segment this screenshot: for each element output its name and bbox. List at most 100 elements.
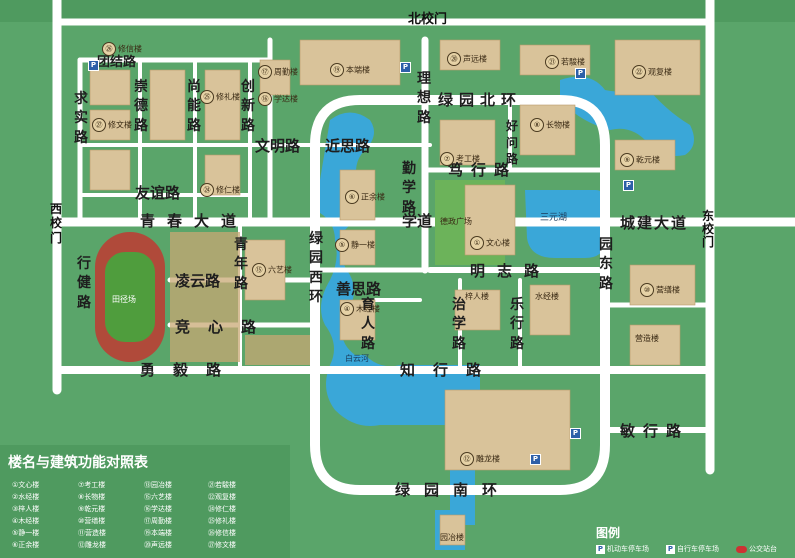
north-lake — [560, 76, 694, 156]
road-label: 竞心路 — [175, 318, 275, 336]
parking-marker: P — [623, 180, 634, 191]
building-number: ⑦ — [440, 152, 454, 166]
building-number: ㉒ — [632, 65, 646, 79]
building-name: 文心楼 — [486, 238, 510, 248]
road-label: 文明路 — [255, 137, 301, 155]
building-label: 梓人楼 — [465, 293, 489, 301]
west-gate-label: 西校门 — [50, 202, 63, 245]
building-number: ㉖ — [102, 42, 116, 56]
legend-item: ⑰周勤楼 — [144, 517, 172, 525]
legend-title: 楼名与建筑功能对照表 — [8, 455, 148, 471]
building-name: 声远楼 — [463, 54, 487, 64]
building-name: 园冶楼 — [440, 533, 464, 542]
building-number: ⑮ — [252, 263, 266, 277]
building-name: 考工楼 — [456, 154, 480, 164]
north-strip — [0, 0, 795, 22]
road-label: 凌云路 — [175, 272, 221, 290]
sports-courts — [170, 232, 240, 362]
road-label: 笃行路 — [448, 161, 518, 179]
legend-item: ④木经楼 — [12, 517, 40, 525]
legend-item: ㉑若駿楼 — [208, 481, 236, 489]
road-label: 园东路 — [599, 237, 613, 292]
road-label: 青年路 — [234, 237, 248, 292]
legend-item: ⑮六艺楼 — [144, 493, 172, 501]
building-name: 营缮楼 — [656, 285, 680, 295]
building-name: 若駿楼 — [561, 57, 585, 67]
road-label: 行健路 — [77, 256, 91, 311]
building-name: 长物楼 — [546, 120, 570, 130]
road-label: 创新路 — [241, 79, 255, 134]
football-field — [105, 252, 155, 342]
road-label: 理想路 — [417, 71, 431, 126]
road-label: 乐行路 — [510, 297, 524, 352]
east-gate-label: 东校门 — [702, 209, 715, 250]
building-name: 木经楼 — [356, 304, 380, 314]
road-label: 治学路 — [452, 297, 466, 352]
building-number: ⑧ — [530, 118, 544, 132]
building-name: 本端楼 — [346, 65, 370, 75]
north-gate-label: 北校门 — [408, 12, 448, 27]
building-name: 修礼楼 — [216, 92, 240, 102]
building-number: ㉗ — [92, 118, 106, 132]
building-name: 修仁楼 — [216, 185, 240, 195]
building-name: 观复楼 — [648, 67, 672, 77]
road-label: 崇德路 — [134, 79, 148, 134]
road-label: 团结路 — [97, 55, 137, 70]
road-label: 求实路 — [74, 91, 88, 146]
parking-marker: P — [575, 68, 586, 79]
legend-item: ⑫雕龙楼 — [78, 541, 106, 549]
building-number: ⑰ — [258, 65, 272, 79]
road-label: 尚能路 — [187, 79, 201, 134]
road-label: 青春大道 — [140, 212, 249, 230]
building-label: 营造楼 — [635, 335, 659, 343]
parking-icon: P — [596, 544, 605, 554]
building-number: ⑥ — [345, 190, 359, 204]
baiyun-river — [315, 112, 480, 525]
building-name: 静一楼 — [351, 240, 375, 250]
legend-item: ⑦考工楼 — [78, 481, 106, 489]
road-label: 城建大道 — [620, 214, 689, 232]
legend-item: ㉒观复楼 — [208, 493, 236, 501]
road-label: 明志路 — [470, 262, 552, 280]
legend-item: ⑯学达楼 — [144, 505, 172, 513]
road-label: 勤学路 — [402, 161, 416, 216]
building-number: ⑤ — [335, 238, 349, 252]
building-name: 修信楼 — [118, 44, 142, 54]
building-name: 梓人楼 — [465, 292, 489, 301]
legend-item: ⑨乾元楼 — [78, 505, 106, 513]
lake-label: 三元湖 — [540, 213, 568, 223]
building-number: ㉕ — [200, 90, 214, 104]
track-label: 田径场 — [112, 295, 136, 304]
legend-item: ⑤静一楼 — [12, 529, 40, 537]
building-number: ⑯ — [258, 92, 272, 106]
building-name: 六艺楼 — [268, 265, 292, 275]
bike-parking-icon: P — [666, 544, 675, 554]
building-name: 水经楼 — [535, 292, 559, 301]
key-bus-label: 公交站台 — [749, 545, 777, 553]
building-label: 园冶楼 — [440, 534, 464, 542]
legend-item: ⑲本端楼 — [144, 529, 172, 537]
road-label: 敏行路 — [620, 422, 690, 440]
parking-marker: P — [400, 62, 411, 73]
road-label: 绿园北环 — [438, 91, 523, 109]
building-number: ⑨ — [620, 153, 634, 167]
road-label: 近思路 — [325, 137, 371, 155]
road-label: 勇毅路 — [140, 361, 240, 379]
building-label: 水经楼 — [535, 293, 559, 301]
